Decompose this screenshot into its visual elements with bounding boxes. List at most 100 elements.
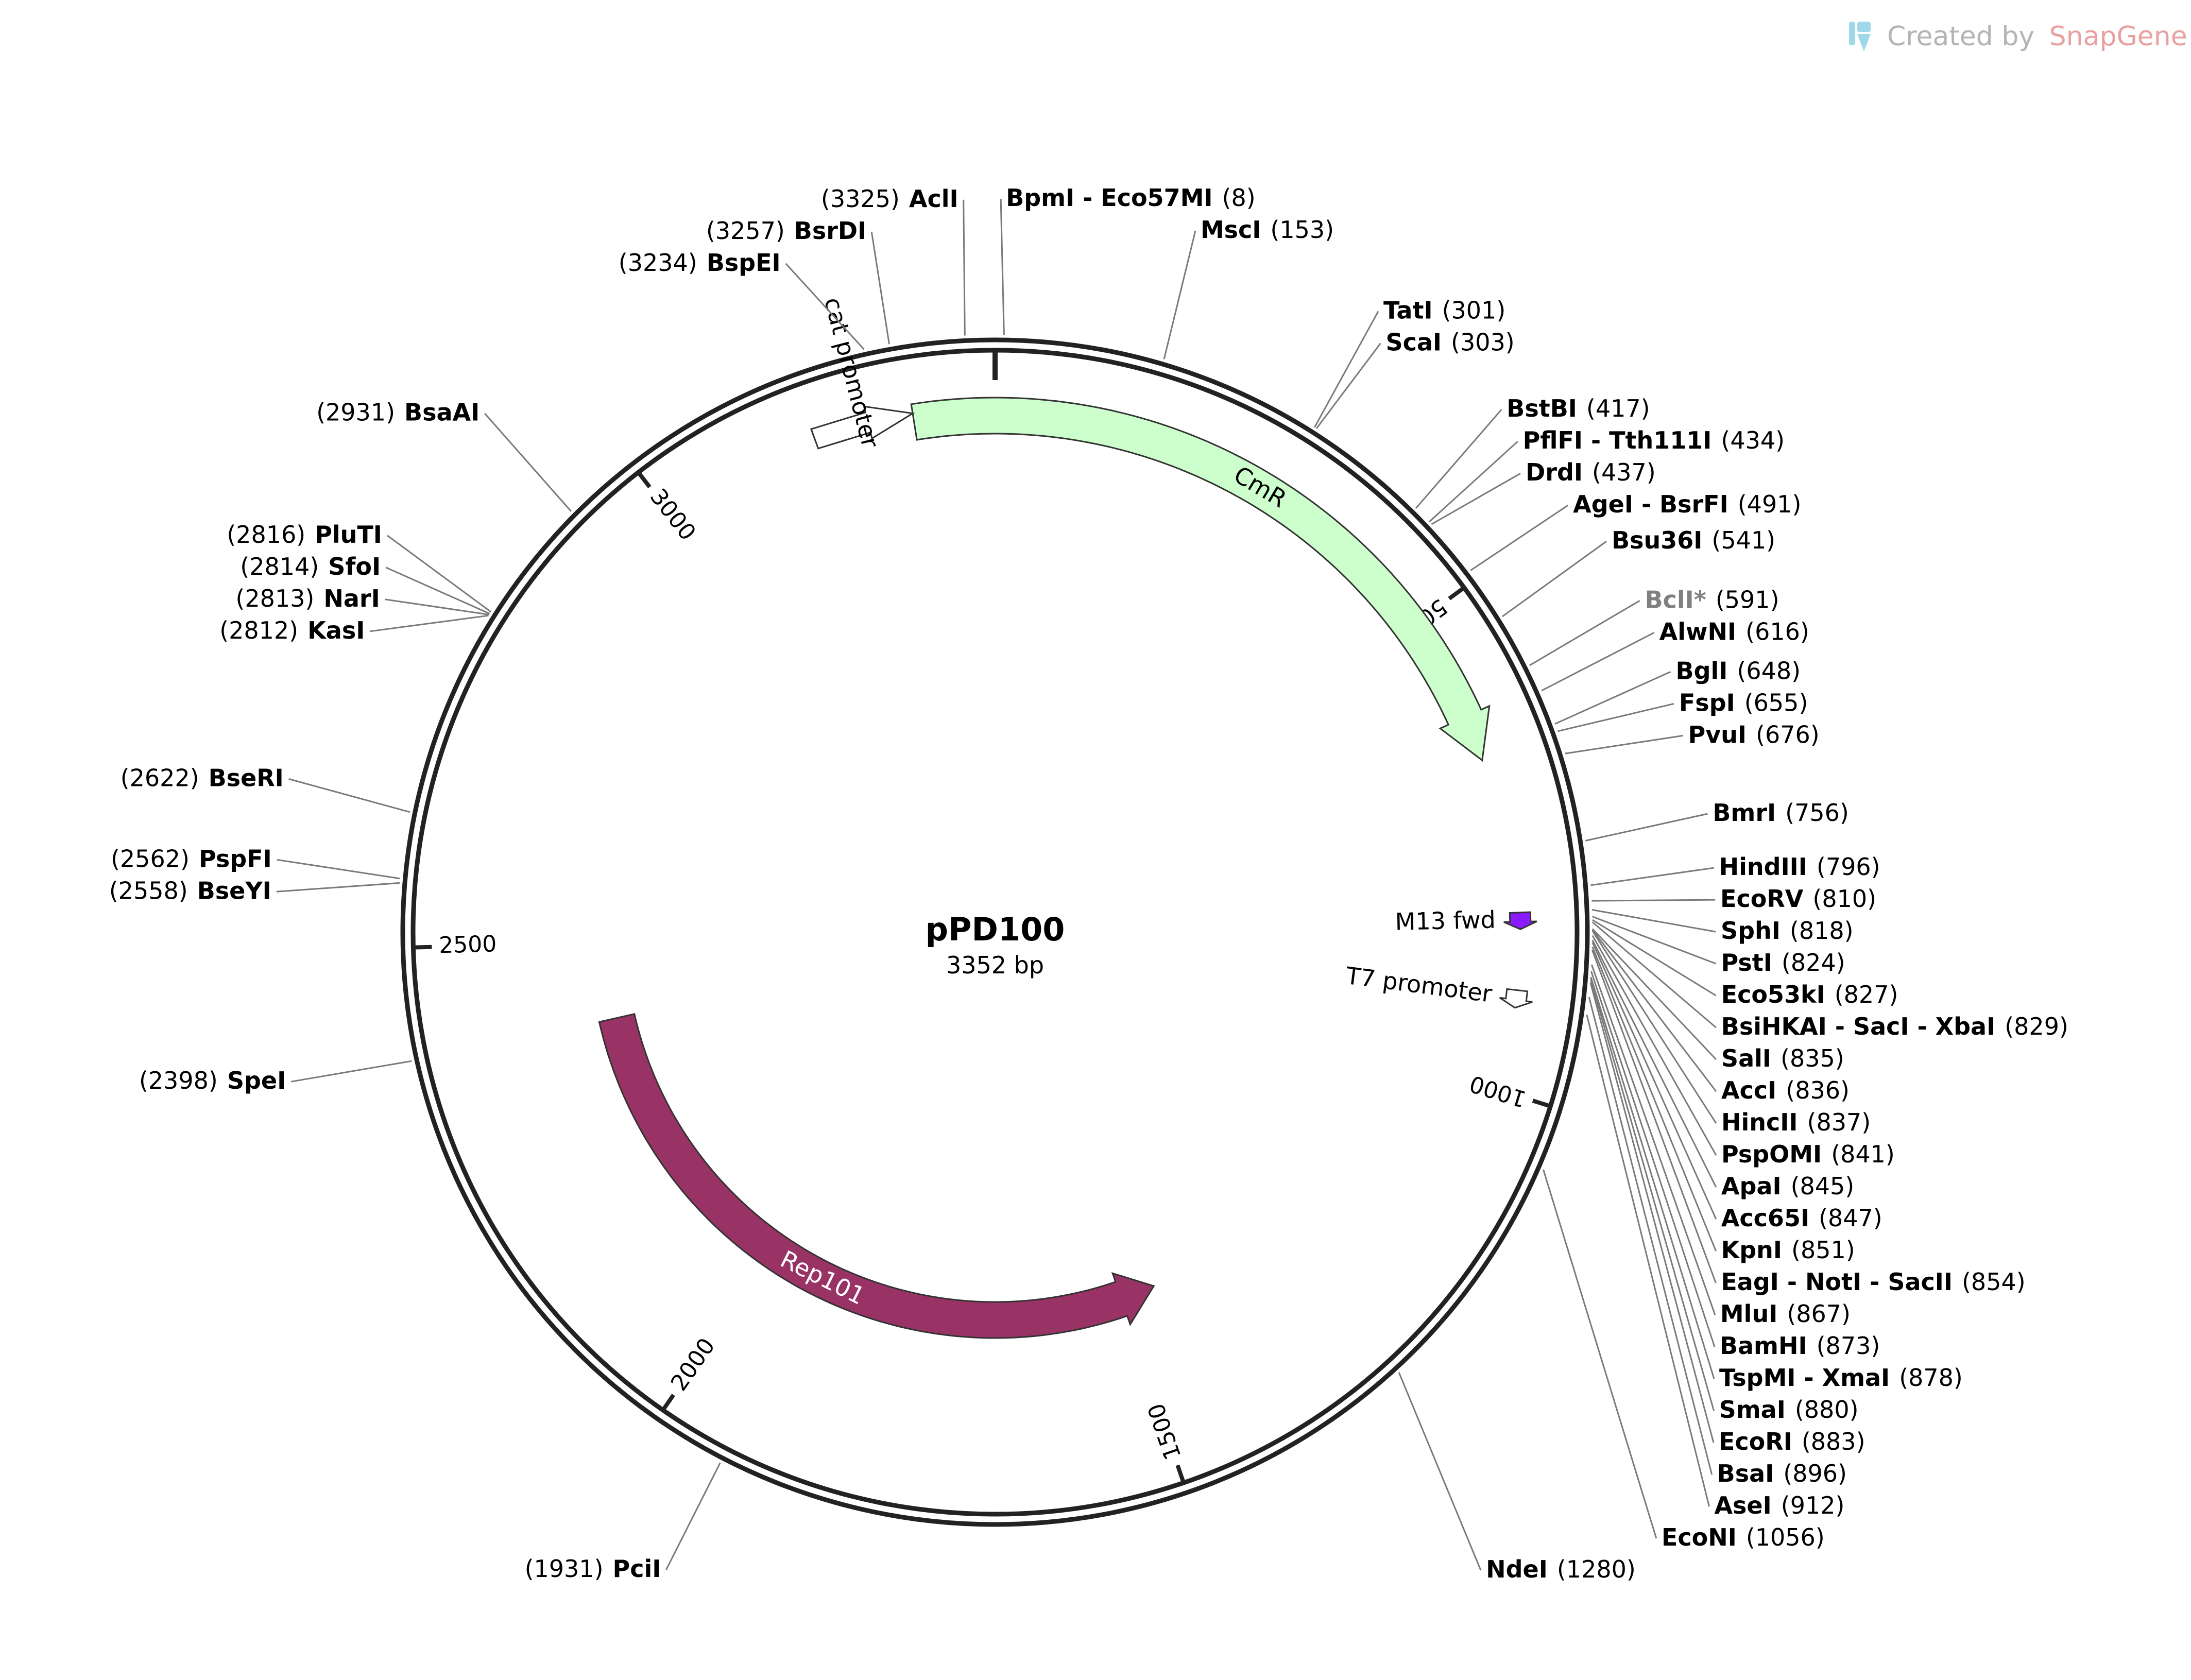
cut-site-enzyme: MluI: [1720, 1300, 1777, 1328]
site-leader-line: [1590, 976, 1715, 1379]
site-leader-line: [385, 598, 489, 615]
cut-site-position: (818): [1790, 917, 1854, 945]
cut-site-label: FspI(655): [1679, 689, 1808, 716]
snapgene-logo-icon: [1849, 22, 1871, 52]
cut-site-label: (2931)BsaAI: [316, 399, 480, 426]
site-leader-line: [963, 199, 966, 336]
cut-site-enzyme: PspFI: [199, 845, 272, 872]
cut-site-label: PvuI (676): [1688, 721, 1819, 748]
cut-site-position: (810): [1812, 885, 1876, 913]
ruler-tick: [662, 1394, 675, 1410]
site-leader-line: [1590, 964, 1716, 1315]
cut-site-position: (648): [1737, 657, 1801, 684]
site-leaders: [276, 199, 1717, 1571]
cut-site-label: KpnI (851): [1721, 1236, 1855, 1264]
feature-t7-promoter-label: T7 promoter: [1344, 962, 1494, 1008]
cut-site-position: (3234): [619, 249, 697, 277]
cut-site-enzyme: BpmI - Eco57MI: [1006, 184, 1212, 212]
cut-site-enzyme: MscI: [1201, 216, 1261, 244]
cut-site-enzyme: AclI: [909, 185, 958, 213]
cut-site-label: EcoNI(1056): [1662, 1523, 1825, 1551]
site-leader-line: [276, 882, 400, 893]
site-leader-line: [370, 614, 489, 632]
site-leader-line: [1592, 916, 1717, 965]
cut-site-position: (841): [1831, 1140, 1895, 1168]
cut-site-label: (3257)BsrDI: [706, 217, 866, 245]
cut-site-enzyme: EcoRV: [1720, 885, 1804, 913]
cut-site-position: (756): [1785, 799, 1849, 827]
cut-site-label: TspMI - XmaI(878): [1719, 1364, 1963, 1392]
site-leader-line: [1591, 946, 1717, 1252]
cut-site-position: (417): [1586, 395, 1650, 422]
cut-site-label: EcoRV (810): [1720, 885, 1876, 913]
site-leader-line: [1591, 935, 1717, 1156]
site-leader-line: [1592, 919, 1717, 997]
cut-site-position: (851): [1791, 1236, 1855, 1264]
cut-site-position: (835): [1781, 1044, 1844, 1072]
site-leader-line: [1398, 1372, 1482, 1571]
plasmid-length: 3352 bp: [946, 951, 1044, 979]
cut-site-position: (3325): [821, 185, 900, 213]
cut-site-enzyme: HincII: [1721, 1108, 1798, 1136]
cut-site-position: (829): [2005, 1013, 2068, 1040]
site-leader-line: [1591, 939, 1717, 1188]
cut-site-label: (1931)PciI: [525, 1555, 661, 1583]
cut-site-position: (434): [1721, 426, 1785, 454]
cut-site-enzyme: BsaAI: [404, 399, 480, 426]
cut-site-label: AlwNI(616): [1659, 618, 1809, 645]
cut-site-position: (616): [1745, 618, 1809, 645]
cut-site-position: (2813): [235, 585, 314, 612]
cut-site-label: (2558)BseYI: [109, 877, 271, 904]
site-leader-line: [387, 535, 491, 613]
site-leader-line: [1586, 1015, 1710, 1507]
site-leader-line: [1589, 982, 1715, 1443]
cut-site-label: (2813)NarI: [235, 585, 380, 612]
cut-site-position: (1056): [1746, 1523, 1825, 1551]
ruler-tick-label: 1000: [1466, 1070, 1529, 1112]
cut-site-position: (153): [1270, 216, 1334, 244]
site-leader-line: [1470, 504, 1568, 571]
cut-site-enzyme: SpeI: [227, 1067, 286, 1094]
cut-site-label: Eco53kI(827): [1721, 981, 1898, 1008]
cut-site-enzyme: BsiHKAI - SacI - XbaI: [1721, 1013, 1995, 1040]
cut-site-enzyme: BseYI: [197, 877, 271, 904]
site-labels: BpmI - Eco57MI(8)MscI(153)TatI(301)ScaI(…: [109, 184, 2068, 1583]
cut-site-enzyme: AccI: [1721, 1076, 1776, 1104]
backbone-inner-ring: [410, 348, 1580, 1517]
cut-site-enzyme: Eco53kI: [1721, 981, 1825, 1008]
site-leader-line: [288, 778, 410, 813]
cut-site-enzyme: EagI - NotI - SacII: [1721, 1268, 1953, 1296]
cut-site-position: (896): [1783, 1460, 1847, 1487]
cut-site-label: PspOMI(841): [1721, 1140, 1895, 1168]
cut-site-enzyme: AgeI - BsrFI: [1573, 490, 1728, 518]
snapgene-brand: SnapGene: [2049, 21, 2187, 52]
feature-m13-fwd-label: M13 fwd: [1395, 906, 1496, 936]
cut-site-label: Acc65I(847): [1721, 1204, 1882, 1232]
cut-site-enzyme: KasI: [307, 616, 365, 644]
cut-site-position: (676): [1756, 721, 1820, 748]
cut-site-enzyme: DrdI: [1526, 458, 1583, 486]
cut-site-label: SphI(818): [1721, 917, 1854, 945]
cut-site-enzyme: PluTI: [315, 521, 382, 548]
site-leader-line: [484, 413, 572, 512]
ruler-tick: [1448, 587, 1464, 601]
site-leader-line: [1590, 867, 1714, 886]
cut-site-label: ApaI(845): [1721, 1172, 1854, 1200]
ruler-tick-label: 1500: [1143, 1400, 1187, 1463]
cut-site-position: (541): [1711, 526, 1775, 554]
feature-t7-promoter-promoter: [1499, 988, 1533, 1009]
cut-site-enzyme: PvuI: [1688, 721, 1747, 748]
site-leader-line: [1591, 928, 1717, 1060]
feature-cmr-arrow: [910, 397, 1491, 762]
site-leader-line: [665, 1462, 721, 1570]
site-leader-line: [1591, 941, 1717, 1220]
plasmid-name: pPD100: [926, 911, 1065, 948]
cut-site-enzyme: KpnI: [1721, 1236, 1782, 1264]
cut-site-enzyme: FspI: [1679, 689, 1735, 716]
cut-site-enzyme: BsrDI: [794, 217, 866, 245]
cut-site-enzyme: SmaI: [1719, 1396, 1786, 1424]
site-leader-line: [1585, 813, 1708, 842]
cut-site-enzyme: SalI: [1721, 1044, 1771, 1072]
site-leader-line: [785, 263, 865, 350]
